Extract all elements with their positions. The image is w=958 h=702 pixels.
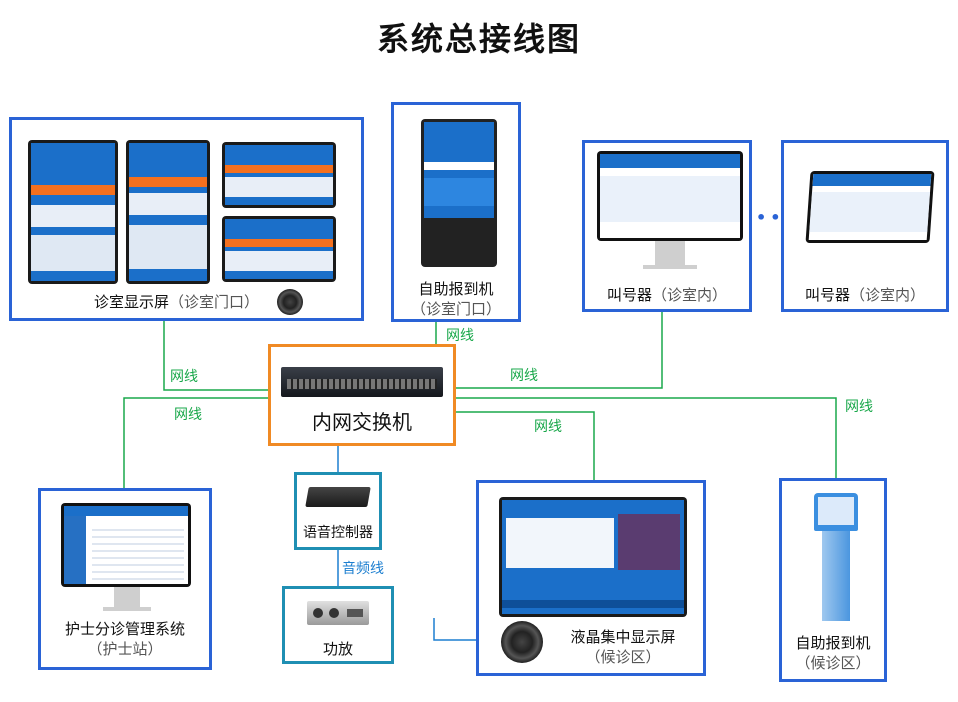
wire-label-network: 网线 (510, 368, 538, 384)
kiosk-image (421, 119, 497, 267)
node-sub: （诊室门口） (410, 300, 501, 318)
node-label: 护士分诊管理系统 （护士站） (41, 619, 209, 659)
node-name: 自助报到机 (795, 634, 871, 652)
node-voice-controller: 语音控制器 (294, 472, 382, 550)
display-screen-image (126, 140, 210, 284)
display-screen-image (222, 142, 336, 208)
node-switch: 内网交换机 (268, 344, 456, 446)
wire-label-network: 网线 (446, 328, 474, 344)
node-sub: （诊室内） (652, 286, 728, 304)
node-sub: （诊室内） (850, 286, 926, 304)
node-amplifier: 功放 (282, 586, 394, 664)
node-caller-1: 叫号器（诊室内） (582, 140, 752, 312)
node-label: 诊室显示屏（诊室门口） (0, 292, 361, 312)
node-name: 诊室显示屏 (93, 293, 169, 311)
wire-label-network: 网线 (170, 369, 198, 385)
node-name: 自助报到机 (418, 280, 494, 298)
wire-label-audio: 音频线 (342, 561, 384, 577)
node-name: 叫号器 (804, 286, 850, 304)
node-name: 内网交换机 (312, 410, 412, 434)
wire-kiosk-waiting (456, 397, 837, 478)
node-sub: （候诊区） (585, 648, 661, 666)
switch-image (281, 367, 443, 397)
node-label: 叫号器（诊室内） (784, 285, 946, 305)
node-caller-2: 叫号器（诊室内） (781, 140, 949, 312)
controller-image (305, 487, 371, 507)
node-name: 功放 (322, 640, 353, 658)
kiosk-stand-image (810, 493, 862, 623)
wire-clinic-display (163, 320, 270, 391)
node-sub: （候诊区） (795, 654, 871, 672)
node-lcd-display: 液晶集中显示屏 （候诊区） (476, 480, 706, 676)
display-screen-image (222, 216, 336, 282)
wire-label-network: 网线 (845, 399, 873, 415)
node-name: 叫号器 (606, 286, 652, 304)
node-label: 叫号器（诊室内） (585, 285, 749, 305)
speaker-icon (277, 289, 303, 315)
speaker-icon (501, 621, 543, 663)
node-nurse-system: 护士分诊管理系统 （护士站） (38, 488, 212, 670)
diagram-title: 系统总接线图 (376, 20, 581, 58)
node-name: 语音控制器 (303, 525, 373, 541)
monitor-image (61, 503, 191, 587)
node-name: 液晶集中显示屏 (570, 628, 676, 646)
node-kiosk-clinic: 自助报到机 （诊室门口） (391, 102, 521, 322)
wire-nurse (123, 397, 270, 488)
lcd-screen-image (499, 497, 687, 617)
node-label: 自助报到机 （候诊区） (782, 633, 884, 673)
amplifier-image (307, 601, 369, 625)
node-sub: （护士站） (87, 640, 163, 658)
wire-label-network: 网线 (174, 407, 202, 423)
monitor-image (597, 151, 743, 241)
wire-caller (456, 312, 663, 389)
node-clinic-display: 诊室显示屏（诊室门口） (9, 117, 364, 321)
node-label: 液晶集中显示屏 （候诊区） (543, 627, 703, 667)
wire-label-network: 网线 (534, 419, 562, 435)
node-label: 自助报到机 （诊室门口） (394, 279, 518, 319)
node-kiosk-waiting: 自助报到机 （候诊区） (779, 478, 887, 682)
wire-lcd (456, 411, 595, 480)
node-name: 护士分诊管理系统 (64, 620, 185, 638)
display-screen-image (28, 140, 118, 284)
tablet-image (805, 171, 935, 243)
node-sub: （诊室门口） (169, 293, 260, 311)
